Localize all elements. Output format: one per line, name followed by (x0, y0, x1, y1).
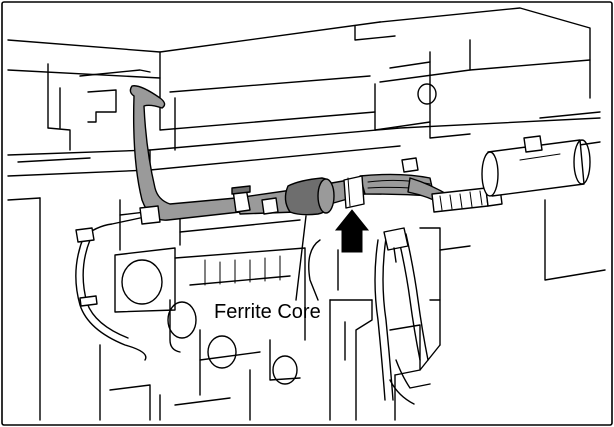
gear-circle (121, 259, 163, 305)
panel-screw-hole (417, 83, 437, 105)
ferrite-core-callout: Ferrite Core (214, 215, 321, 323)
cable-clamp (139, 205, 161, 225)
roller (481, 135, 591, 197)
lower-machinery (99, 227, 471, 421)
connector (431, 187, 503, 213)
cable-clamp (261, 197, 279, 215)
ferrite-core-label: Ferrite Core (214, 301, 321, 323)
wire-clamp-left (75, 227, 95, 243)
up-arrow-icon (334, 209, 370, 253)
ferrite-core (284, 177, 335, 216)
left-wire (75, 217, 147, 361)
cable-clamps (139, 185, 279, 225)
wire-clamp-lower (79, 295, 98, 307)
right-wires (374, 227, 431, 405)
harness-clip (343, 175, 365, 209)
wire-clamp-right (383, 227, 409, 251)
rail-clamp (401, 157, 419, 173)
callout-leader-line (295, 215, 307, 301)
